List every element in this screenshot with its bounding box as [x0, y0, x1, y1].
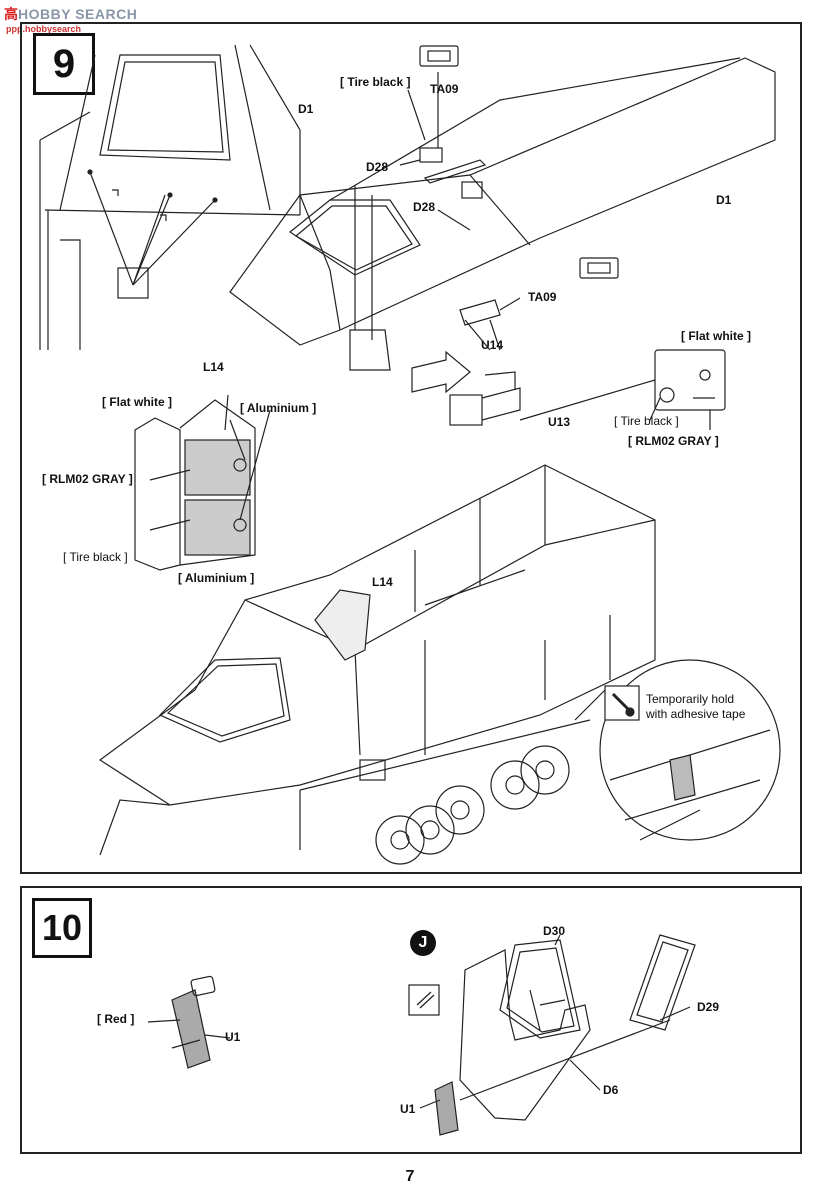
label-ta09-top: TA09: [430, 82, 459, 96]
note-line-2: with adhesive tape: [646, 707, 746, 721]
label-tire-black-right: [ Tire black ]: [614, 414, 679, 428]
label-d6: D6: [603, 1083, 619, 1097]
step-10-number: 10: [32, 898, 92, 958]
label-tire-black-top: [ Tire black ]: [340, 75, 411, 89]
watermark-sub: ppp.hobbysearch: [6, 24, 82, 34]
step-j-circle: J: [410, 930, 436, 956]
label-aluminium-left: [ Aluminium ]: [240, 401, 317, 415]
watermark: 高HOBBY SEARCH: [4, 6, 138, 22]
step-10-panel: [20, 886, 802, 1154]
label-ta09-right: TA09: [528, 290, 557, 304]
label-flat-white-left: [ Flat white ]: [102, 395, 172, 409]
label-d1-top: D1: [298, 102, 314, 116]
label-d1-right: D1: [716, 193, 732, 207]
label-u13: U13: [548, 415, 571, 429]
label-d28-b: D28: [413, 200, 436, 214]
label-red: [ Red ]: [97, 1012, 135, 1026]
label-l14-top: L14: [203, 360, 224, 374]
label-l14-mid: L14: [372, 575, 393, 589]
adhesive-tape-note: Temporarily hold with adhesive tape: [646, 692, 745, 722]
label-tire-black-left: [ Tire black ]: [63, 550, 128, 564]
label-rlm02-right: [ RLM02 GRAY ]: [628, 434, 719, 448]
label-u1-a: U1: [225, 1030, 241, 1044]
label-d28-a: D28: [366, 160, 389, 174]
label-rlm02-left: [ RLM02 GRAY ]: [42, 472, 133, 486]
note-line-1: Temporarily hold: [646, 692, 735, 706]
label-d30: D30: [543, 924, 566, 938]
step-9-panel: [20, 22, 802, 874]
label-d29: D29: [697, 1000, 720, 1014]
label-aluminium-bottom: [ Aluminium ]: [178, 571, 255, 585]
label-u1-b: U1: [400, 1102, 416, 1116]
page-number: 7: [405, 1168, 415, 1185]
label-u14: U14: [481, 338, 504, 352]
label-flat-white-right: [ Flat white ]: [681, 329, 751, 343]
